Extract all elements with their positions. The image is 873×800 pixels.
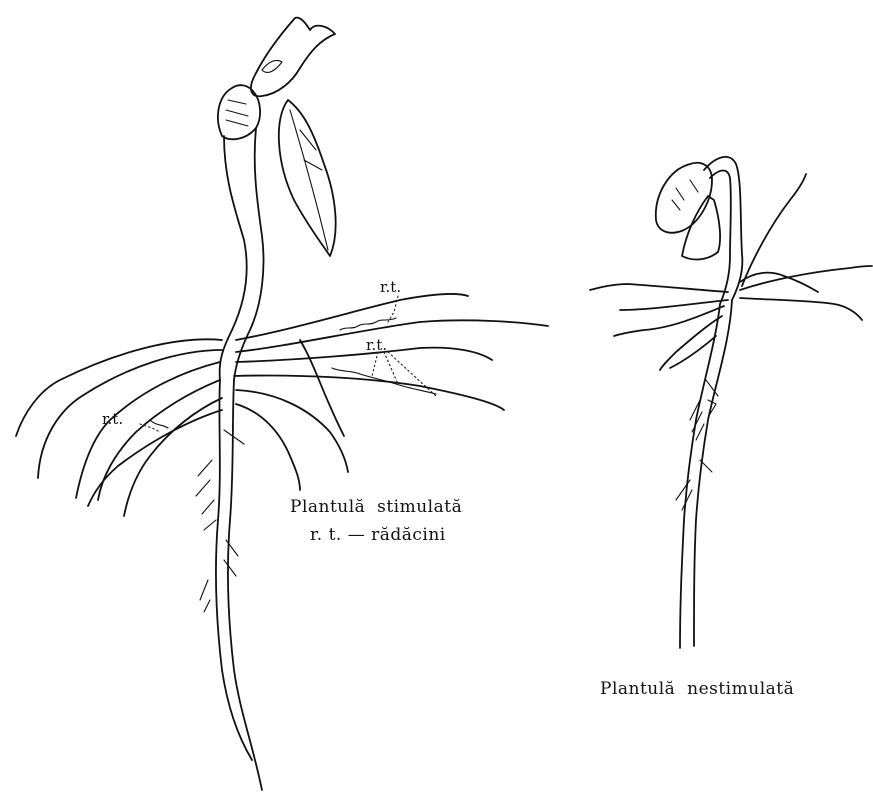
stimulated-stem [220, 136, 247, 380]
root-label-leaders [140, 296, 436, 432]
root-label-top: r.t. [380, 278, 401, 296]
unstimulated-seedling-drawing [590, 157, 872, 648]
stimulated-side-leaf [279, 100, 336, 256]
stimulated-caption-line2: r. t. — rădăcini [310, 525, 446, 545]
unstimulated-cotyledon [656, 163, 712, 233]
stimulated-seedling-drawing [16, 18, 548, 790]
unstimulated-caption: Plantulă nestimulată [600, 679, 794, 699]
root-label-middle: r.t. [366, 336, 387, 354]
stimulated-cotyledon [218, 85, 260, 139]
root-label-left: r.t. [102, 410, 123, 428]
stimulated-caption-line1: Plantulă stimulată [290, 497, 462, 517]
stimulated-top-leaf [251, 18, 335, 97]
